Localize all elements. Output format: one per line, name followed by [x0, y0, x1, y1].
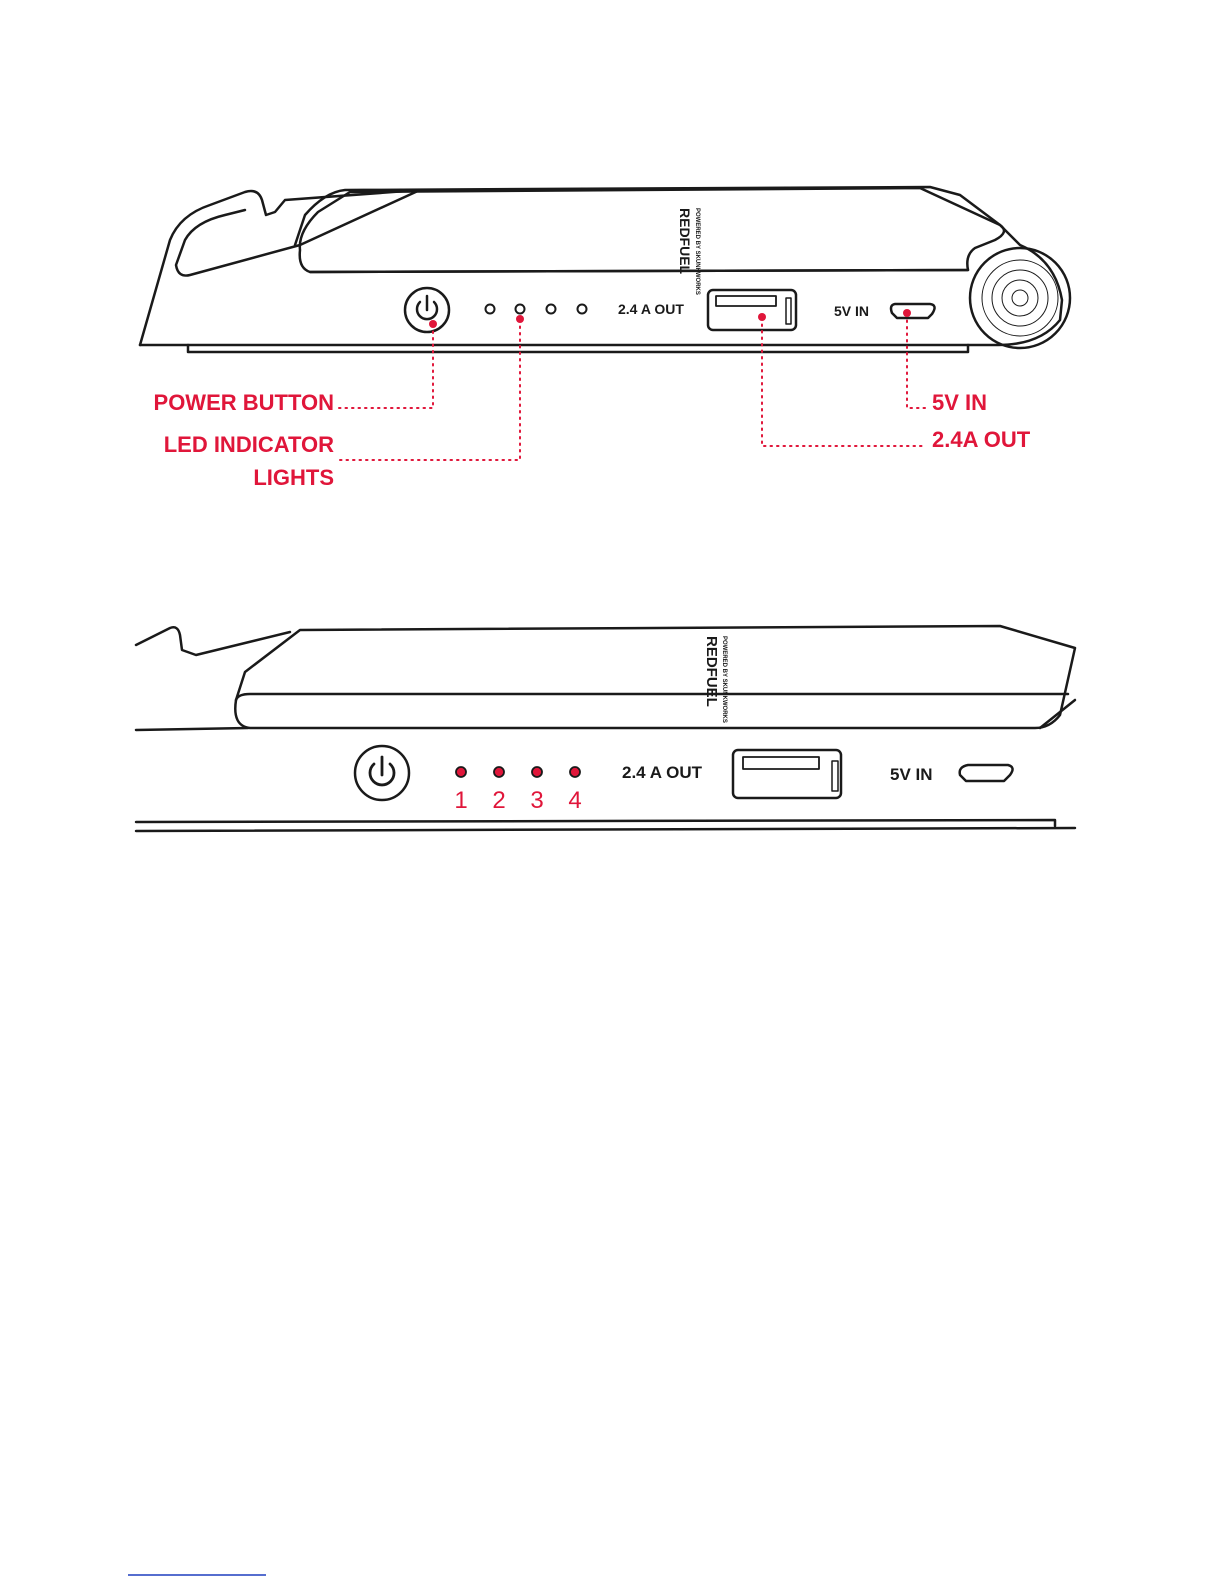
callout-line-led — [338, 320, 520, 460]
bottom-power-icon — [370, 757, 394, 785]
top-led-1 — [486, 305, 495, 314]
led-number-2: 2 — [492, 787, 505, 814]
bottom-led-3 — [532, 767, 542, 777]
bottom-lid-edge — [236, 694, 1068, 700]
top-led-2 — [516, 305, 525, 314]
bottom-lid-outline — [235, 626, 1075, 728]
top-label-in: 5V IN — [834, 303, 869, 319]
bottom-device-illustration — [136, 626, 1075, 831]
top-lid-edge — [310, 270, 968, 272]
top-lid-outline — [300, 188, 1004, 272]
callout-led-line1: LED INDICATOR — [164, 432, 334, 457]
top-device-illustration — [140, 187, 1070, 352]
callout-output: 2.4A OUT — [932, 427, 1031, 452]
bottom-micro-usb-port — [960, 765, 1013, 781]
top-stand-clip — [140, 190, 420, 345]
bottom-label-out: 2.4 A OUT — [622, 763, 703, 782]
callout-power-button: POWER BUTTON — [154, 390, 334, 415]
led-number-3: 3 — [530, 787, 543, 814]
bottom-stand-clip — [136, 627, 290, 655]
bottom-led-4 — [570, 767, 580, 777]
bottom-led-1 — [456, 767, 466, 777]
led-number-4: 4 — [568, 787, 581, 814]
bottom-leds — [456, 767, 580, 777]
bottom-led-2 — [494, 767, 504, 777]
callout-line-output — [762, 318, 925, 446]
top-brand-tagline: POWERED BY SKUNKWORKS — [694, 208, 700, 295]
top-brand-name: REDFUEL — [677, 208, 693, 275]
bottom-base-line-2 — [136, 828, 1075, 831]
led-number-1: 1 — [454, 787, 467, 814]
bottom-body-right — [1040, 700, 1075, 728]
callout-led-line2: LIGHTS — [253, 465, 334, 490]
callout-input: 5V IN — [932, 390, 987, 415]
top-led-3 — [547, 305, 556, 314]
top-led-4 — [578, 305, 587, 314]
bottom-brand-tagline: POWERED BY SKUNKWORKS — [721, 636, 727, 723]
top-end-cap — [970, 248, 1070, 348]
bottom-body-top — [136, 728, 248, 730]
bottom-base-line-1 — [136, 820, 1055, 826]
top-power-icon — [417, 296, 437, 319]
callout-line-power — [338, 325, 433, 408]
bottom-label-in: 5V IN — [890, 765, 933, 784]
callout-line-input — [907, 314, 925, 408]
top-label-out: 2.4 A OUT — [618, 301, 684, 317]
bottom-brand-name: REDFUEL — [703, 636, 720, 707]
top-micro-usb-port — [891, 304, 935, 318]
top-body-outline — [140, 187, 1062, 345]
top-callout-lines — [338, 314, 925, 460]
